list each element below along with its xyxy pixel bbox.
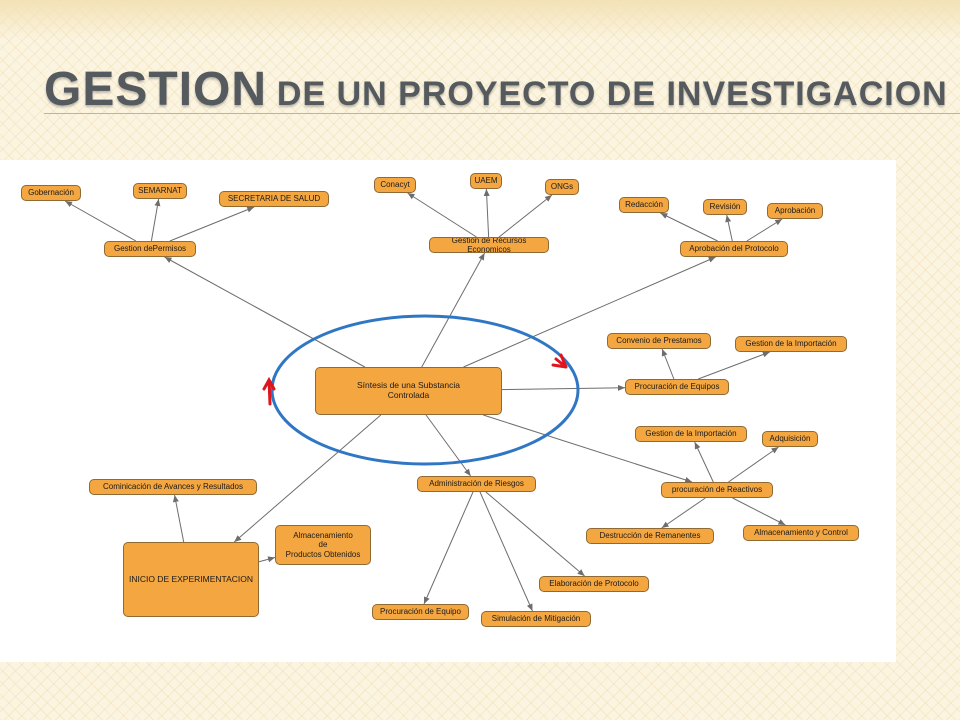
node-gestion-importacion-1: Gestion de la Importación [735,336,847,352]
node-procuracion-reactivos: procuración de Reactivos [661,482,773,498]
edge-procuracion-reactivos-to-almacenamiento-control [732,497,786,526]
edge-gestion-permisos-to-gobernacion [64,200,137,242]
node-simulacion-mitigacion: Simulación de Mitigación [481,611,591,627]
edge-procuracion-reactivos-to-gestion-importacion-2 [694,441,714,483]
node-administracion-riesgos: Administración de Riesgos [417,476,536,492]
edge-gestion-recursos-to-conacyt [407,192,477,238]
cycle-arrow-left [262,376,276,406]
title-rest: de un Proyecto de Investigacion [276,75,948,113]
edge-procuracion-equipos-to-convenio-prestamos [661,348,675,380]
node-aprobacion-protocolo: Aprobación del Protocolo [680,241,788,257]
edge-procuracion-equipos-to-gestion-importacion-1 [698,351,770,380]
node-uaem: UAEM [470,173,502,189]
node-ongs: ONGs [545,179,579,195]
edge-sintesis-to-procuracion-reactivos [483,414,693,483]
title-lead: Gestion [44,63,268,116]
node-sintesis: Síntesis de una Substancia Controlada [315,367,502,415]
node-revision: Revisión [703,199,747,215]
edge-sintesis-to-inicio-experimentacion [233,414,382,543]
edge-inicio-experimentacion-to-comunicacion [172,494,185,543]
edge-administracion-riesgos-to-simulacion-mitigacion [479,491,533,612]
diagram-canvas [64,188,786,612]
node-secretaria-salud: SECRETARIA DE SALUD [219,191,329,207]
node-conacyt: Conacyt [374,177,416,193]
title-underline [44,113,960,114]
edge-sintesis-to-gestion-permisos [164,256,366,368]
mind-map-diagram: Gobernación SEMARNAT SECRETARIA DE SALUD Ge… [0,160,896,662]
edge-sintesis-to-aprobacion-protocolo [463,256,716,368]
edge-aprobacion-protocolo-to-revision [725,214,733,242]
edge-procuracion-reactivos-to-destruccion-remanentes [661,497,706,529]
edge-procuracion-reactivos-to-adquisicion [728,446,779,483]
node-redaccion: Redacción [619,197,669,213]
node-adquisicion: Adquisición [762,431,818,447]
edge-gestion-permisos-to-semarnat [150,198,161,242]
node-gestion-importacion-2: Gestion de la Importación [635,426,747,442]
edges-layer [64,188,786,612]
cycle-arrow-right [551,353,568,369]
page-title: Gestion de un Proyecto de Investigacion [44,66,948,114]
edge-gestion-recursos-to-ongs [498,194,553,238]
node-almacenamiento-control: Almacenamiento y Control [743,525,859,541]
edge-aprobacion-protocolo-to-aprobacion [746,218,783,242]
node-convenio-prestamos: Convenio de Prestamos [607,333,711,349]
node-gobernacion: Gobernación [21,185,81,201]
node-inicio-experimentacion: INICIO DE EXPERIMENTACION [123,542,259,617]
node-procuracion-equipos: Procuración de Equipos [625,379,729,395]
edge-gestion-permisos-to-secretaria-salud [169,206,255,242]
node-comunicacion: Cominicación de Avances y Resultados [89,479,257,495]
edge-sintesis-to-gestion-recursos [421,252,486,368]
edge-administracion-riesgos-to-procuracion-equipo [423,491,474,605]
top-decor-band [0,0,960,40]
cycle-ellipse [270,314,580,466]
node-destruccion-remanentes: Destrucción de Remanentes [586,528,714,544]
edge-inicio-experimentacion-to-almacenamiento-productos [258,556,276,563]
edge-gestion-recursos-to-uaem [483,188,490,238]
node-elaboracion-protocolo: Elaboración de Protocolo [539,576,649,592]
node-procuracion-equipo: Procuración de Equipo [372,604,469,620]
node-gestion-permisos: Gestion dePermisos [104,241,196,257]
node-almacenamiento-productos: Almacenamiento de Productos Obtenidos [275,525,371,565]
edge-sintesis-to-administracion-riesgos [425,414,472,477]
edge-sintesis-to-procuracion-equipos [501,384,626,391]
edge-aprobacion-protocolo-to-redaccion [660,212,718,242]
edge-administracion-riesgos-to-elaboracion-protocolo [485,491,585,577]
node-semarnat: SEMARNAT [133,183,187,199]
node-gestion-recursos: Gestion de Recursos Economicos [429,237,549,253]
node-aprobacion: Aprobación [767,203,823,219]
